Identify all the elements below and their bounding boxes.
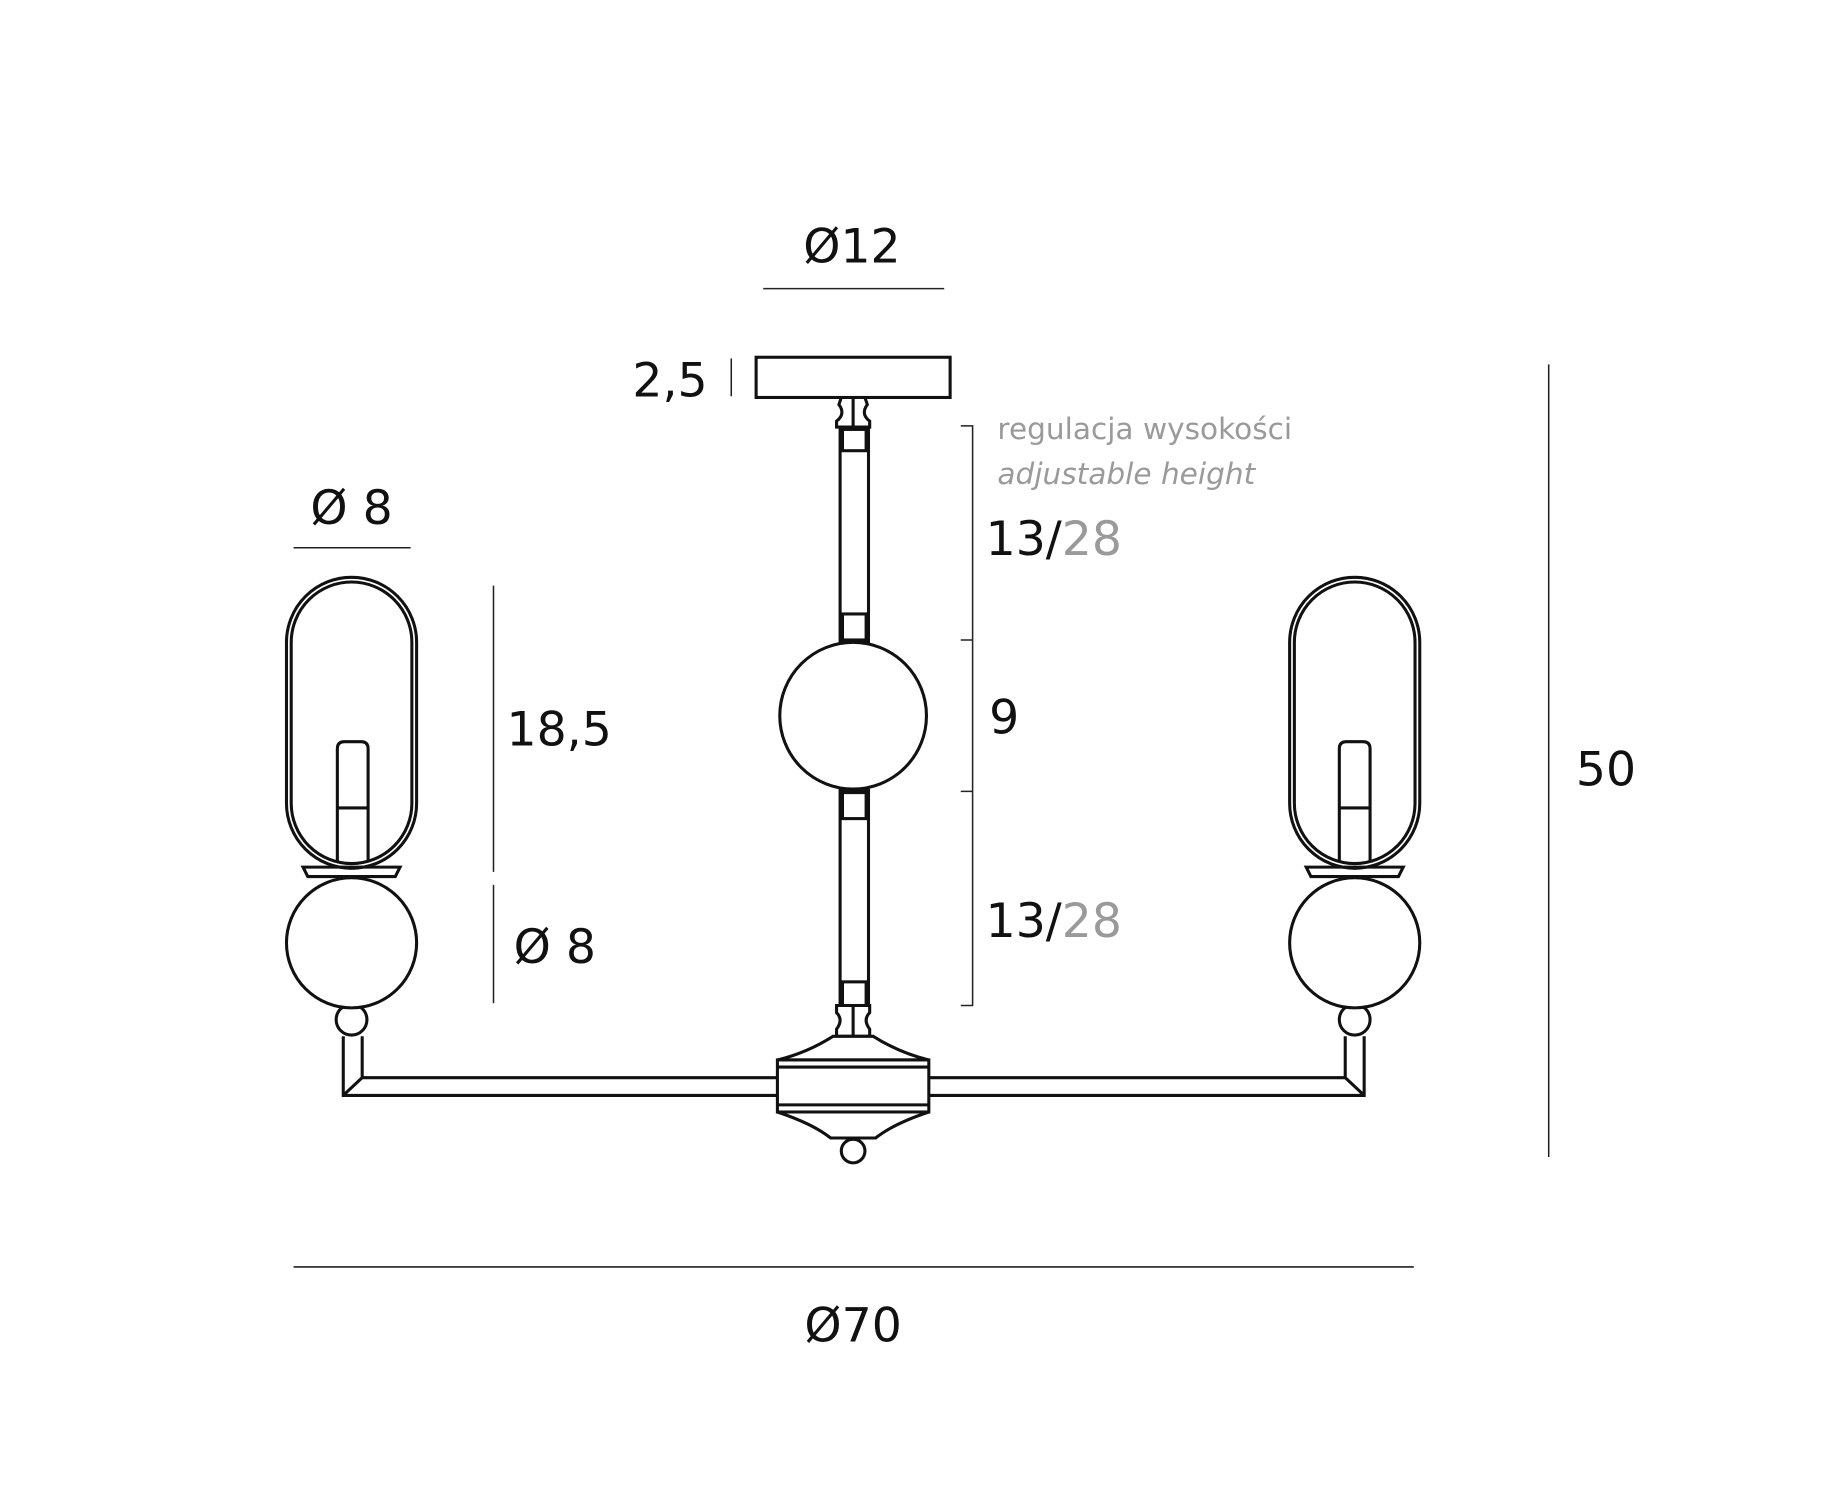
- center-ball-label: 9: [989, 690, 1019, 745]
- right-lamp: [1288, 575, 1422, 1037]
- canopy-height-label: 2,5: [632, 353, 707, 408]
- right-ball: [1288, 876, 1422, 1010]
- note-english: adjustable height: [997, 457, 1256, 491]
- upper-rod-max: 28: [1062, 512, 1122, 567]
- note-polish: regulacja wysokości: [997, 412, 1292, 446]
- right-shade: [1288, 575, 1422, 870]
- center-ball: [778, 640, 929, 791]
- lower-rod-max: 28: [1062, 894, 1122, 949]
- lower-rod-label: 13/28: [986, 894, 1122, 949]
- upper-rod-min: 13/: [986, 512, 1062, 567]
- right-arm: [928, 1036, 1366, 1097]
- lower-rod-min: 13/: [986, 894, 1062, 949]
- adjustable-height-bracket: [960, 425, 974, 1007]
- ceiling-canopy: [754, 355, 952, 400]
- shade-height-label: 18,5: [507, 702, 612, 757]
- shade-diameter-label: Ø 8: [310, 481, 392, 536]
- canopy-diameter-label: Ø12: [803, 220, 900, 275]
- left-bulb: [335, 740, 370, 862]
- left-arm: [341, 1036, 778, 1097]
- total-height-label: 50: [1576, 742, 1636, 797]
- lower-rod: [838, 788, 871, 1008]
- lower-knuckle: [835, 1003, 872, 1038]
- upper-rod: [838, 425, 871, 644]
- total-diameter-label: Ø70: [804, 1298, 901, 1353]
- right-bulb: [1337, 740, 1372, 862]
- left-ball: [284, 876, 419, 1010]
- left-shade: [284, 575, 419, 870]
- upper-knuckle: [835, 395, 872, 429]
- left-lamp: [284, 575, 419, 1037]
- upper-rod-label: 13/28: [986, 512, 1122, 567]
- central-hub: [775, 1034, 931, 1165]
- ball-diameter-label: Ø 8: [514, 920, 596, 975]
